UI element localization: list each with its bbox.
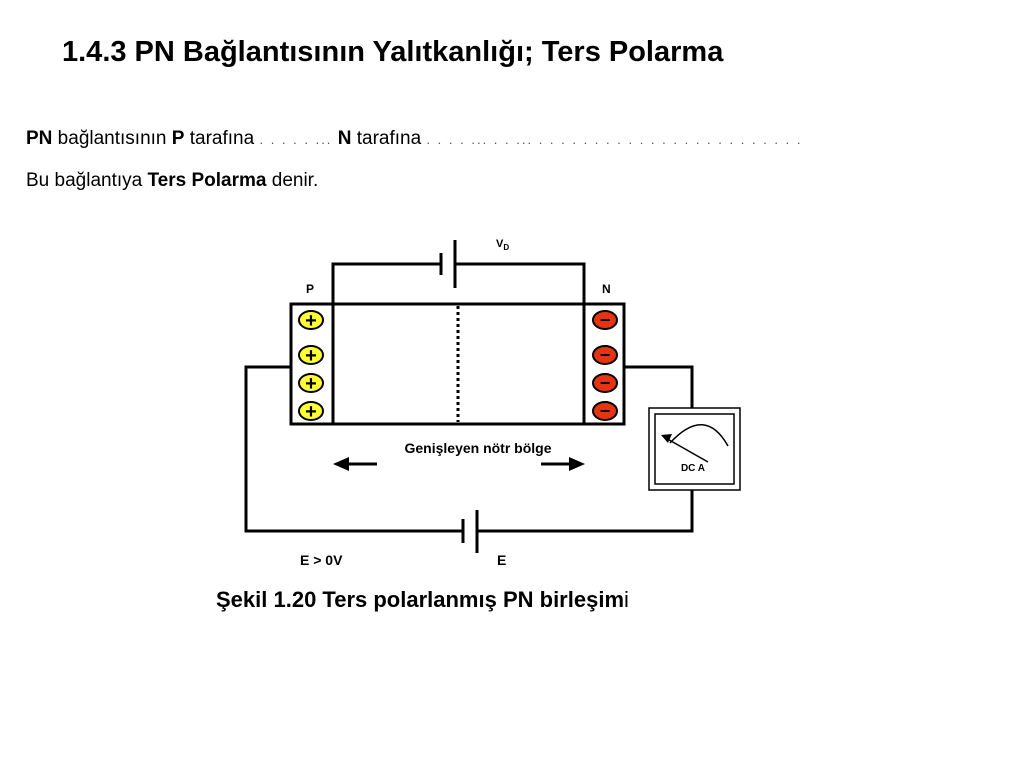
caption-main: Şekil 1.20 Ters polarlanmış PN birleşim [216,587,624,612]
svg-text:−: − [600,310,611,330]
text-span: tarafına [351,128,427,149]
svg-text:+: + [305,345,317,367]
text-span: bağlantısının [52,128,172,149]
meter-needle [663,436,709,463]
electron-charge: − [592,310,618,330]
p-term: P [171,128,185,149]
text-span: tarafına [184,128,260,149]
paragraph-reverse-bias-definition: PN bağlantısının P tarafına . . . . . ..… [26,128,802,150]
pn-term: PN [26,128,53,149]
vd-battery [439,240,457,288]
svg-text:−: − [600,345,611,365]
svg-text:+: + [305,310,317,332]
elided-text: . . . . . ... [259,132,333,147]
p-holes: + + + + [298,310,324,423]
n-electrons: − − − − [592,310,618,421]
meter-needle-tip [661,434,672,443]
left-arrow [333,457,377,471]
pn-block [289,302,626,426]
p-region-label: P [306,282,314,296]
electron-charge: − [592,373,618,393]
n-term: N [337,128,352,149]
hole-charge: + [298,373,324,395]
e-condition-label: E > 0V [300,552,343,568]
vd-circuit-wires [331,262,586,306]
svg-text:+: + [305,401,317,423]
reverse-bias-term: Ters Polarma [147,170,267,191]
hole-charge: + [298,401,324,423]
electron-charge: − [592,401,618,421]
slide-title: 1.4.3 PN Bağlantısının Yalıtkanlığı; Ter… [62,36,724,68]
svg-text:+: + [305,373,317,395]
outer-circuit-wires [244,365,694,533]
hole-charge: + [298,345,324,367]
electron-charge: − [592,345,618,365]
text-span: Bu bağlantıya [26,170,148,191]
e-battery [461,510,479,553]
svg-text:−: − [600,401,611,421]
figure-caption: Şekil 1.20 Ters polarlanmış PN birleşimi [216,587,629,613]
e-label: E [497,552,506,568]
meter-scale-arc [669,424,729,447]
n-region-label: N [602,282,611,296]
elided-text: . . . . ... . . ... . . . . . . . . . . … [426,132,803,147]
text-span: denir. [266,170,319,191]
vd-label: VD [496,238,509,252]
ammeter: DC A [648,407,741,491]
svg-text:−: − [600,373,611,393]
paragraph-reverse-bias-name: Bu bağlantıya Ters Polarma denir. [26,170,318,192]
caption-last-letter: i [624,587,629,612]
hole-charge: + [298,310,324,332]
right-arrow [541,457,585,471]
widening-region-label: Genişleyen nötr bölge [404,440,551,456]
meter-label: DC A [681,463,705,474]
